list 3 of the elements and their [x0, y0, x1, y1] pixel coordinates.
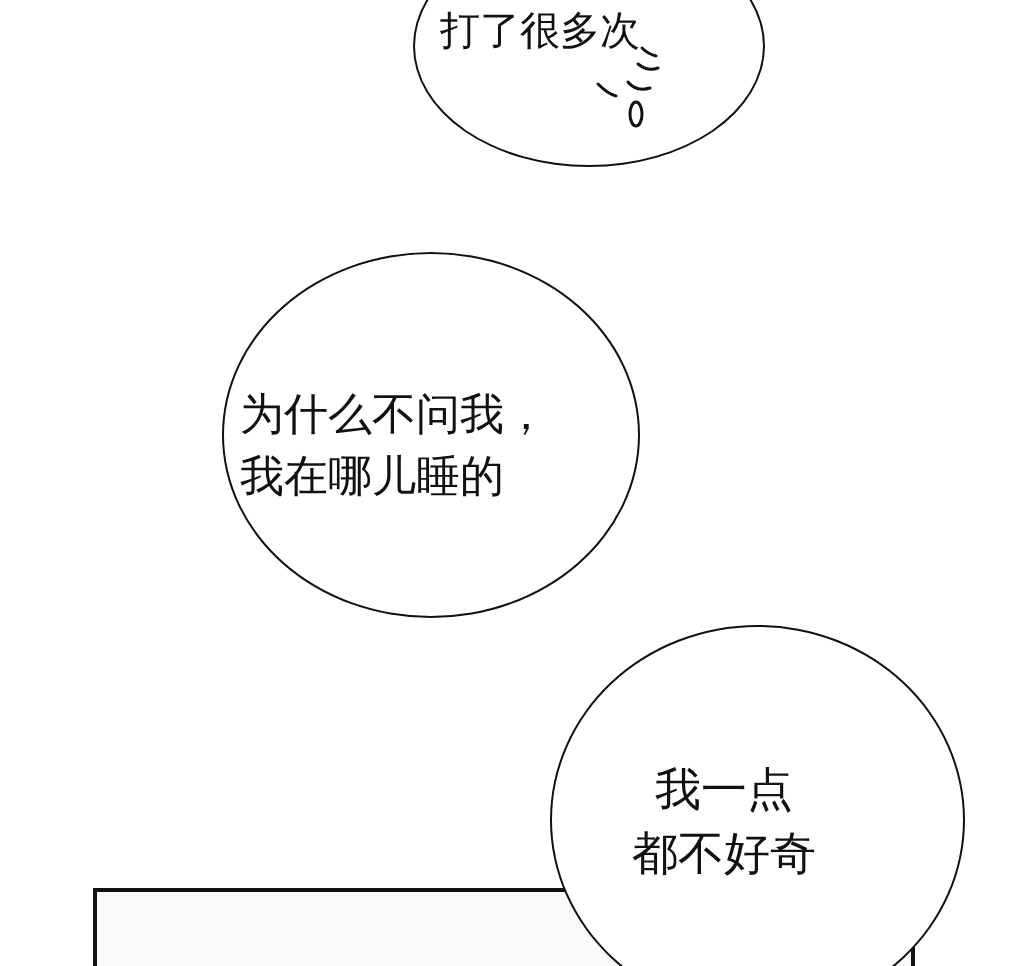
speech-text: 为什么不问我，我在哪儿睡的 — [240, 387, 548, 503]
speech-text: 打了很多次 — [440, 6, 640, 55]
speech-text: 我一点都不好奇 — [632, 761, 816, 883]
